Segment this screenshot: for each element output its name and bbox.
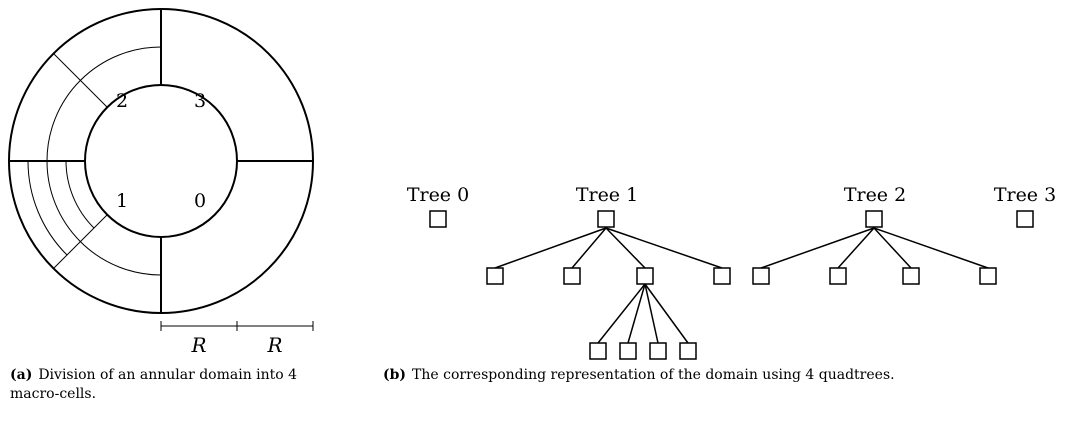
cell-label-1: 1	[116, 190, 128, 212]
tree2-edge	[873, 227, 989, 269]
tree-3-label: Tree 3	[994, 184, 1056, 206]
cell-label-3: 3	[194, 90, 206, 112]
tree2-edge	[760, 227, 875, 269]
quadtree-diagram	[429, 210, 1034, 360]
caption-a: (a)Division of an annular domain into 4 …	[10, 366, 305, 404]
tree1-edge	[605, 227, 646, 269]
caption-b: (b) The corresponding representation of t…	[383, 366, 1083, 385]
tree1-edge	[494, 227, 607, 269]
caption-a-text: Division of an annular domain into 4 mac…	[10, 367, 298, 402]
tree-2-label: Tree 2	[844, 184, 906, 206]
tree2-child-node	[979, 267, 997, 285]
tree0-root-node	[429, 210, 447, 228]
refine-arc-cell1-outer	[27, 160, 68, 256]
refine-arc-cell1-inner	[65, 160, 95, 229]
scale-label-1: R	[190, 333, 206, 357]
tree1-grandchild-node	[649, 342, 667, 360]
tree2-edge	[837, 227, 875, 269]
tree2-root-node	[865, 210, 883, 228]
caption-b-text: The corresponding representation of the …	[412, 367, 895, 383]
tree1-grandchild-node	[619, 342, 637, 360]
tree3-root-node	[1016, 210, 1034, 228]
tree1-child-node	[713, 267, 731, 285]
tree1-edge	[597, 283, 646, 344]
caption-a-tag: (a)	[10, 367, 33, 383]
cell-label-0: 0	[194, 190, 206, 212]
tree2-edge	[873, 227, 912, 269]
tree1-root-node	[597, 210, 615, 228]
tree-1-label: Tree 1	[576, 184, 638, 206]
tree2-child-node	[902, 267, 920, 285]
tree1-grandchild-node	[589, 342, 607, 360]
tree1-edge	[571, 227, 607, 269]
tree-0-label: Tree 0	[407, 184, 469, 206]
cell-label-2: 2	[116, 90, 128, 112]
inner-circle	[84, 84, 238, 238]
tree1-child-node	[486, 267, 504, 285]
tree1-grandchild-node	[679, 342, 697, 360]
caption-b-tag: (b)	[383, 367, 407, 383]
refine-diag-cell2	[52, 52, 108, 108]
tree1-child-node	[636, 267, 654, 285]
tree1-edge	[627, 283, 646, 344]
tree1-child-node	[563, 267, 581, 285]
tree2-child-node	[829, 267, 847, 285]
tree2-child-node	[752, 267, 770, 285]
annulus-diagram	[8, 8, 314, 331]
tree1-edge	[605, 227, 723, 269]
refine-diag-cell1	[52, 214, 108, 270]
tree1-edge	[644, 283, 659, 344]
scale-label-2: R	[266, 333, 282, 357]
tree1-edge	[644, 283, 689, 344]
